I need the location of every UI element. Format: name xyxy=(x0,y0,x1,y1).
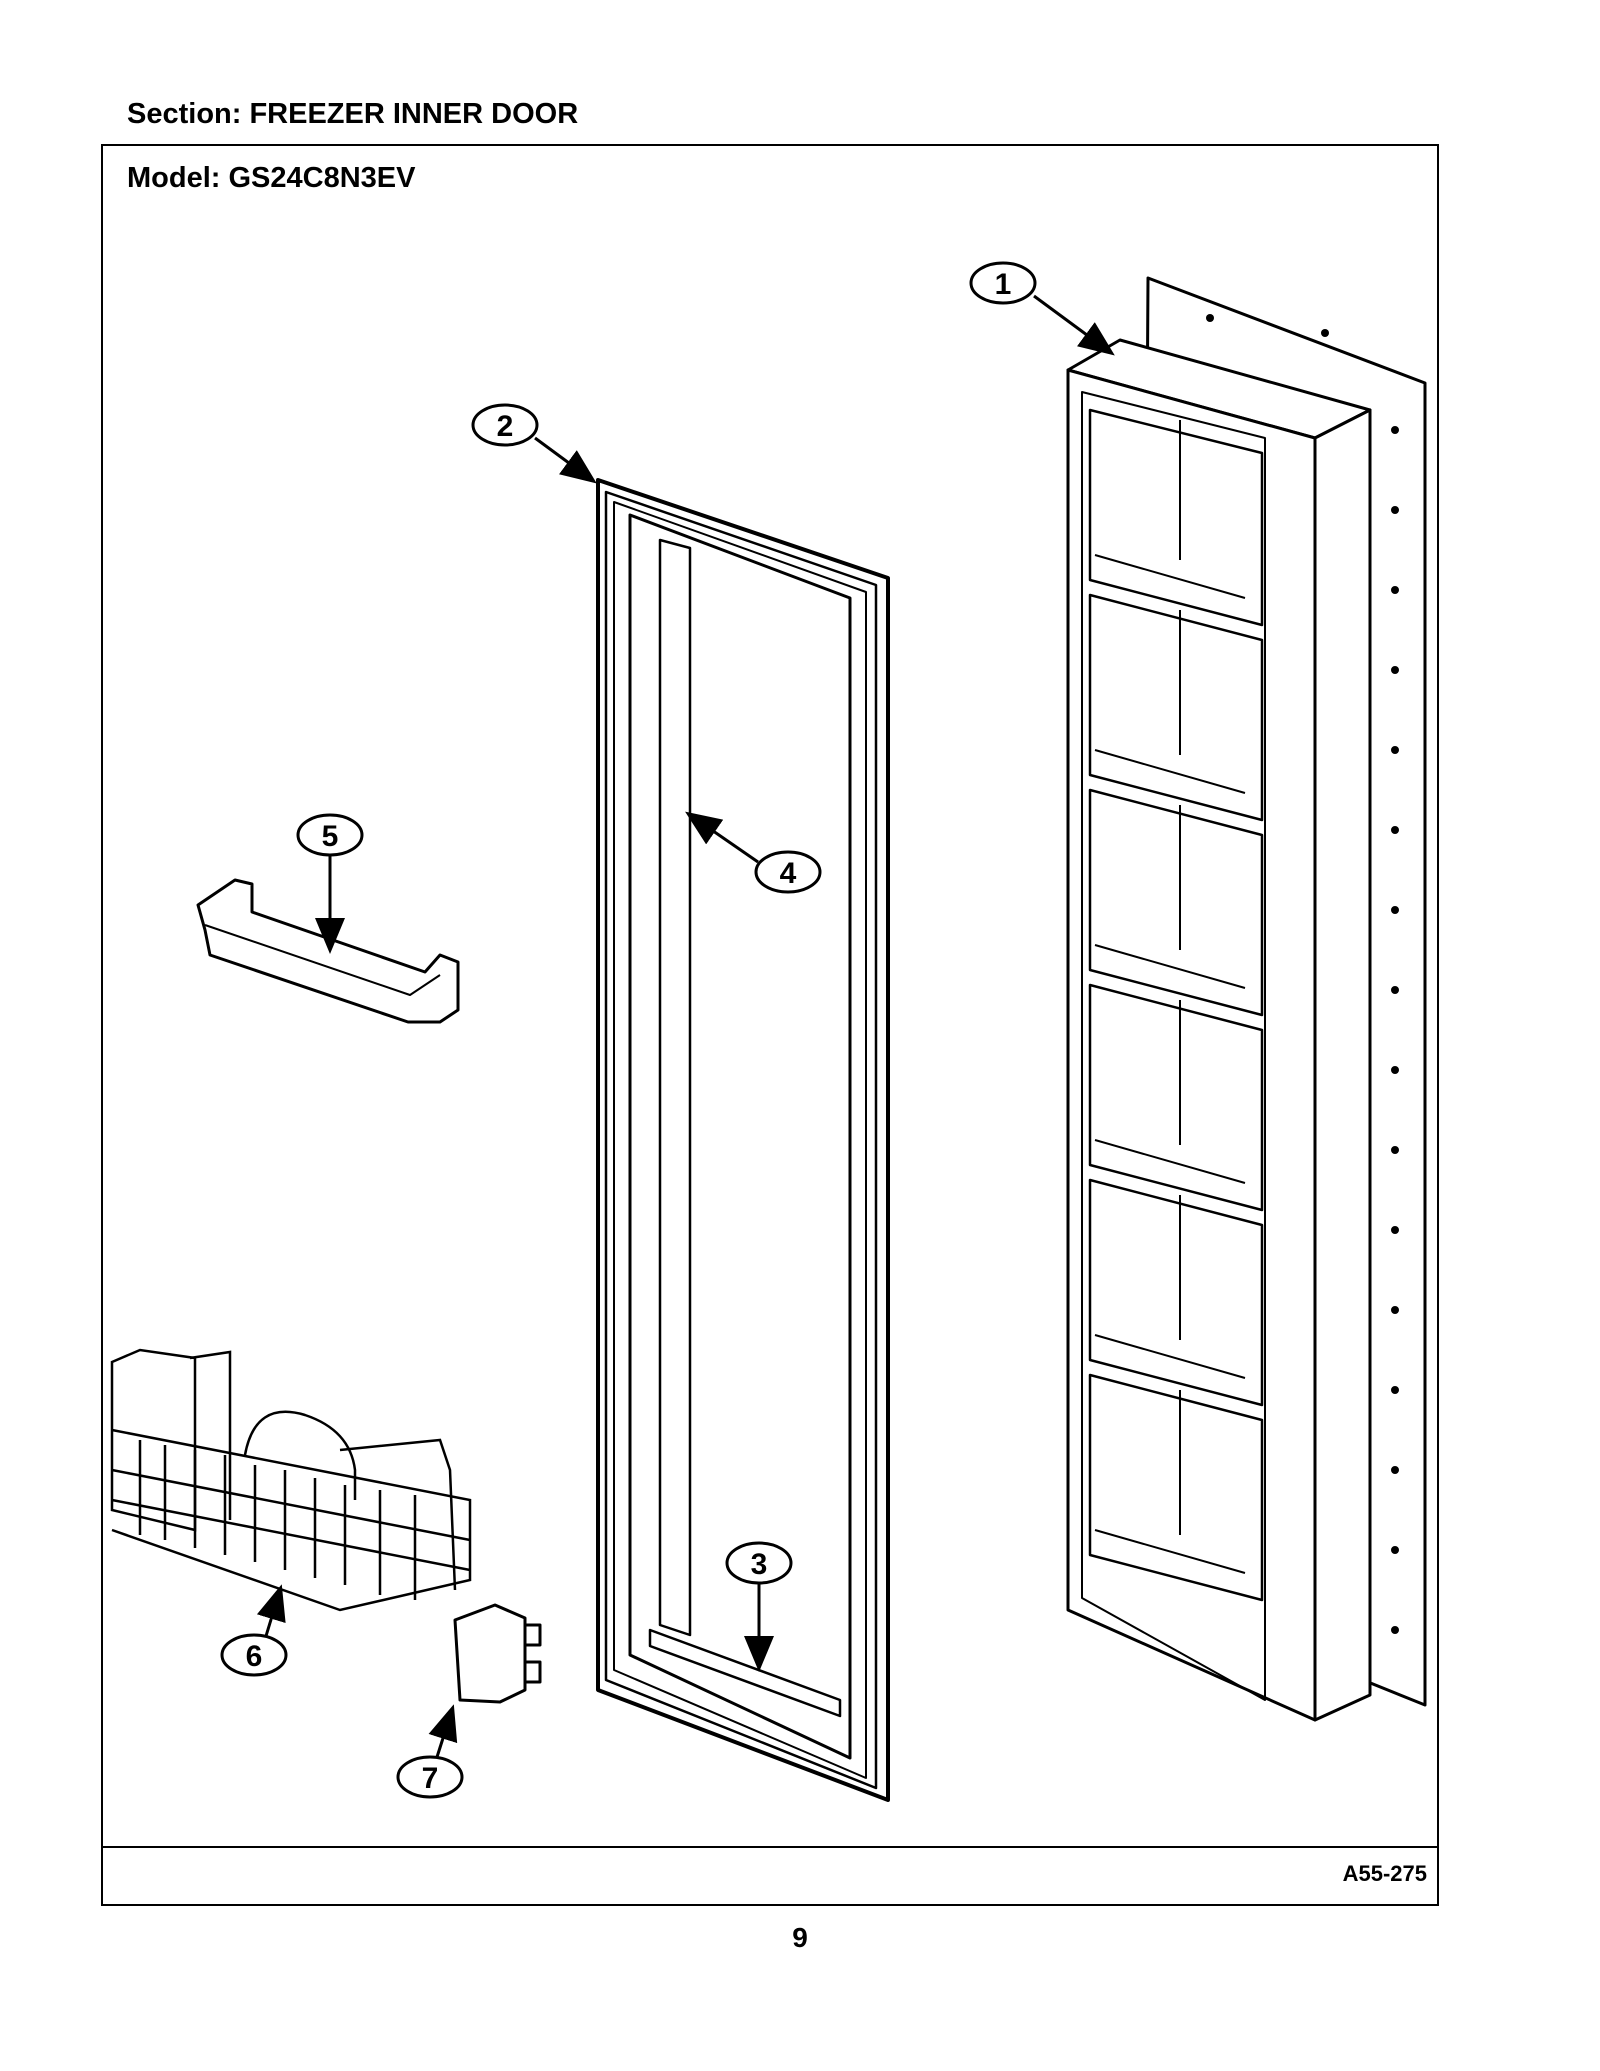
callout-4-label: 4 xyxy=(780,857,797,890)
callout-2: 2 xyxy=(471,403,597,484)
diagram-frame: Model: GS24C8N3EV A55-275 xyxy=(101,144,1439,1906)
callout-1-label: 1 xyxy=(995,268,1012,301)
callout-7: 7 xyxy=(396,1704,464,1799)
callout-4: 4 xyxy=(685,811,822,894)
section-title: Section: FREEZER INNER DOOR xyxy=(127,98,579,130)
callout-6: 6 xyxy=(220,1584,288,1677)
callout-3: 3 xyxy=(725,1541,793,1672)
figure-code: A55-275 xyxy=(1342,1861,1427,1886)
part-door-gasket xyxy=(596,478,890,1802)
part-wire-basket xyxy=(110,1348,472,1612)
frame-divider xyxy=(103,1846,1437,1848)
callout-5-label: 5 xyxy=(322,820,339,853)
callout-2-label: 2 xyxy=(497,410,514,443)
callout-3-label: 3 xyxy=(751,1548,768,1581)
part-inner-door-liner xyxy=(1066,276,1427,1722)
model-title: Model: GS24C8N3EV xyxy=(127,162,416,194)
callout-7-label: 7 xyxy=(422,1762,439,1795)
part-basket-bracket xyxy=(453,1603,542,1704)
callout-5: 5 xyxy=(296,813,364,954)
callout-1: 1 xyxy=(969,261,1115,356)
part-door-shelf-bin xyxy=(196,878,460,1024)
page-number: 9 xyxy=(792,1922,808,1953)
callout-6-label: 6 xyxy=(246,1640,263,1673)
